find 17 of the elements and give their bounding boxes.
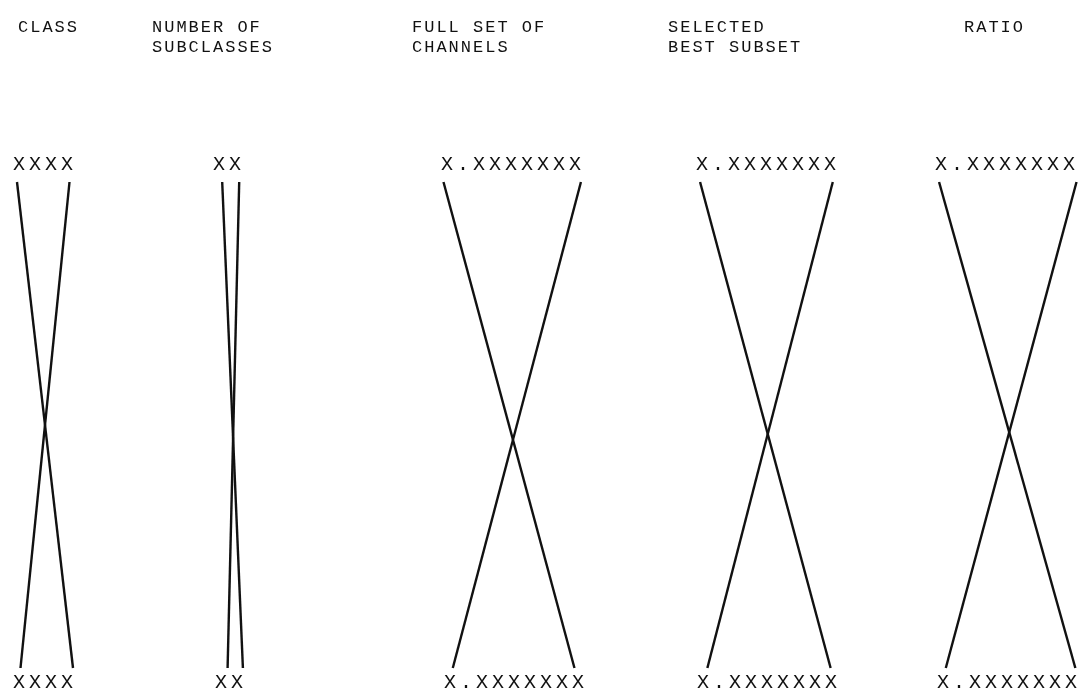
connector-line bbox=[221, 181, 245, 669]
column-heading: FULL SET OF CHANNELS bbox=[412, 18, 548, 58]
column-heading: SELECTED BEST SUBSET bbox=[668, 18, 804, 58]
value-text: X.XXXXXXX bbox=[434, 154, 592, 176]
value-text: X.XXXXXXX bbox=[690, 672, 848, 694]
value-text: X.XXXXXXX bbox=[928, 154, 1086, 176]
value-text: XX bbox=[212, 154, 246, 176]
value-text: X.XXXXXXX bbox=[689, 154, 847, 176]
column-heading: NUMBER OF SUBCLASSES bbox=[152, 18, 276, 58]
value-text: XX bbox=[214, 672, 248, 694]
value-text: X.XXXXXXX bbox=[930, 672, 1087, 694]
column-heading: CLASS bbox=[18, 18, 80, 38]
value-text: XXXX bbox=[10, 672, 80, 694]
column-heading: RATIO bbox=[964, 18, 1026, 38]
value-text: XXXX bbox=[10, 154, 80, 176]
connector-line bbox=[226, 181, 241, 669]
value-text: X.XXXXXXX bbox=[437, 672, 595, 694]
